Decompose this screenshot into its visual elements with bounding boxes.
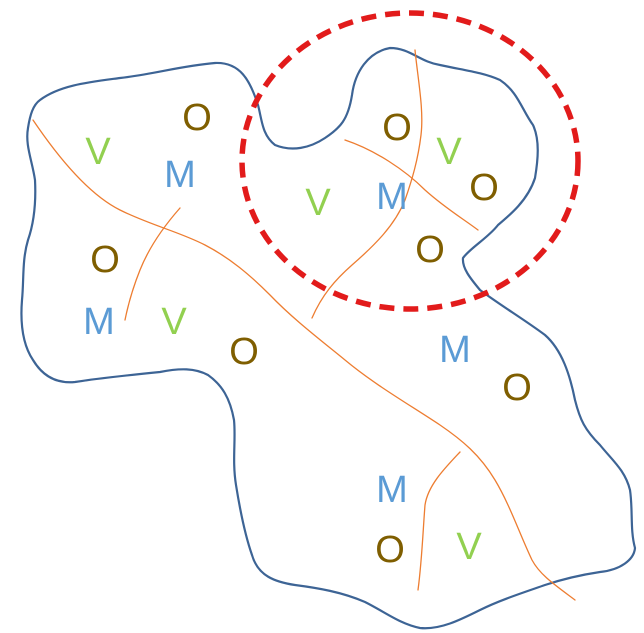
region-outline (20, 46, 637, 630)
marker-o-4: O (90, 239, 120, 281)
river-branch-south (417, 451, 461, 591)
marker-v-18: V (456, 526, 482, 568)
river-branch-north (344, 139, 479, 231)
marker-m-14: M (439, 329, 471, 371)
marker-v-6: V (161, 301, 187, 343)
marker-o-17: O (375, 529, 405, 571)
marker-o-13: O (415, 229, 445, 271)
marker-o-15: O (502, 367, 532, 409)
highlight-circle (239, 10, 581, 312)
marker-v-11: V (305, 182, 331, 224)
marker-v-2: V (85, 131, 111, 173)
marker-m-5: M (83, 301, 115, 343)
river-branch-spine (311, 49, 423, 319)
marker-o-7: O (229, 331, 259, 373)
marker-v-9: V (436, 131, 462, 173)
marker-o-1: O (182, 97, 212, 139)
marker-m-16: M (376, 469, 408, 511)
river-branch-west (124, 207, 181, 321)
marker-o-10: O (469, 167, 499, 209)
marker-o-8: O (382, 107, 412, 149)
river-main (32, 119, 576, 601)
marker-m-3: M (164, 154, 196, 196)
river-network (32, 49, 576, 601)
marker-m-12: M (376, 176, 408, 218)
